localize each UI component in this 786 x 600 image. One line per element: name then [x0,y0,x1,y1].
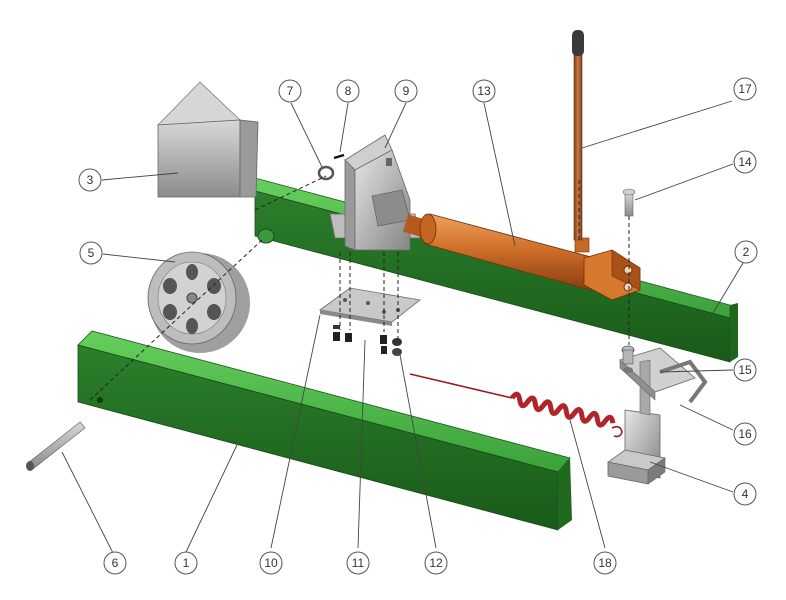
callout-9-label: 9 [403,84,410,98]
callout-7: 7 [278,79,302,103]
callout-9: 9 [394,79,418,103]
rear-beam-part [254,177,738,363]
callout-5-label: 5 [88,246,95,260]
locking-pin-part [621,345,635,373]
nuts-part [392,338,402,356]
callout-18: 18 [593,551,617,575]
hydraulic-cylinder-part [403,213,641,301]
callout-10: 10 [259,551,283,575]
callout-8: 8 [336,79,360,103]
callout-16-label: 16 [738,427,752,441]
pusher-bracket-part [329,134,421,251]
callout-14-label: 14 [738,155,752,169]
callout-12-label: 12 [429,556,443,570]
washer-part [317,165,335,181]
callout-17-label: 17 [738,82,752,96]
callout-16: 16 [733,422,757,446]
support-leg-part [607,409,666,485]
pin-part [622,188,636,217]
control-handle-part [572,30,584,241]
callout-15-label: 15 [738,363,752,377]
callout-8-label: 8 [345,84,352,98]
front-beam-part [77,330,572,531]
base-plate-part [318,287,421,326]
callout-15: 15 [733,358,757,382]
callout-13: 13 [472,79,496,103]
callout-17: 17 [733,77,757,101]
callout-3: 3 [78,168,102,192]
callout-5: 5 [79,241,103,265]
leader-lines [61,100,744,554]
wedge-part [156,81,259,198]
assembly-axis-lines [89,175,630,401]
callout-6-label: 6 [112,556,119,570]
callout-18-label: 18 [598,556,612,570]
callout-1: 1 [174,551,198,575]
callout-4: 4 [733,482,757,506]
callout-11-label: 11 [352,556,365,570]
bolts-part [333,325,387,354]
callout-6: 6 [103,551,127,575]
callout-7-label: 7 [287,84,294,98]
callout-4-label: 4 [742,487,749,501]
callout-14: 14 [733,150,757,174]
spring-part [409,373,623,438]
wheel-part [147,251,250,353]
callout-3-label: 3 [87,173,94,187]
axle-part [26,421,86,471]
clip-part [333,153,345,160]
callout-2: 2 [734,240,758,264]
callout-1-label: 1 [183,556,190,570]
callout-13-label: 13 [477,84,491,98]
callout-11: 11 [346,551,370,575]
callout-10-label: 10 [264,556,278,570]
callout-2-label: 2 [743,245,750,259]
callout-12: 12 [424,551,448,575]
clamp-part [619,347,708,416]
